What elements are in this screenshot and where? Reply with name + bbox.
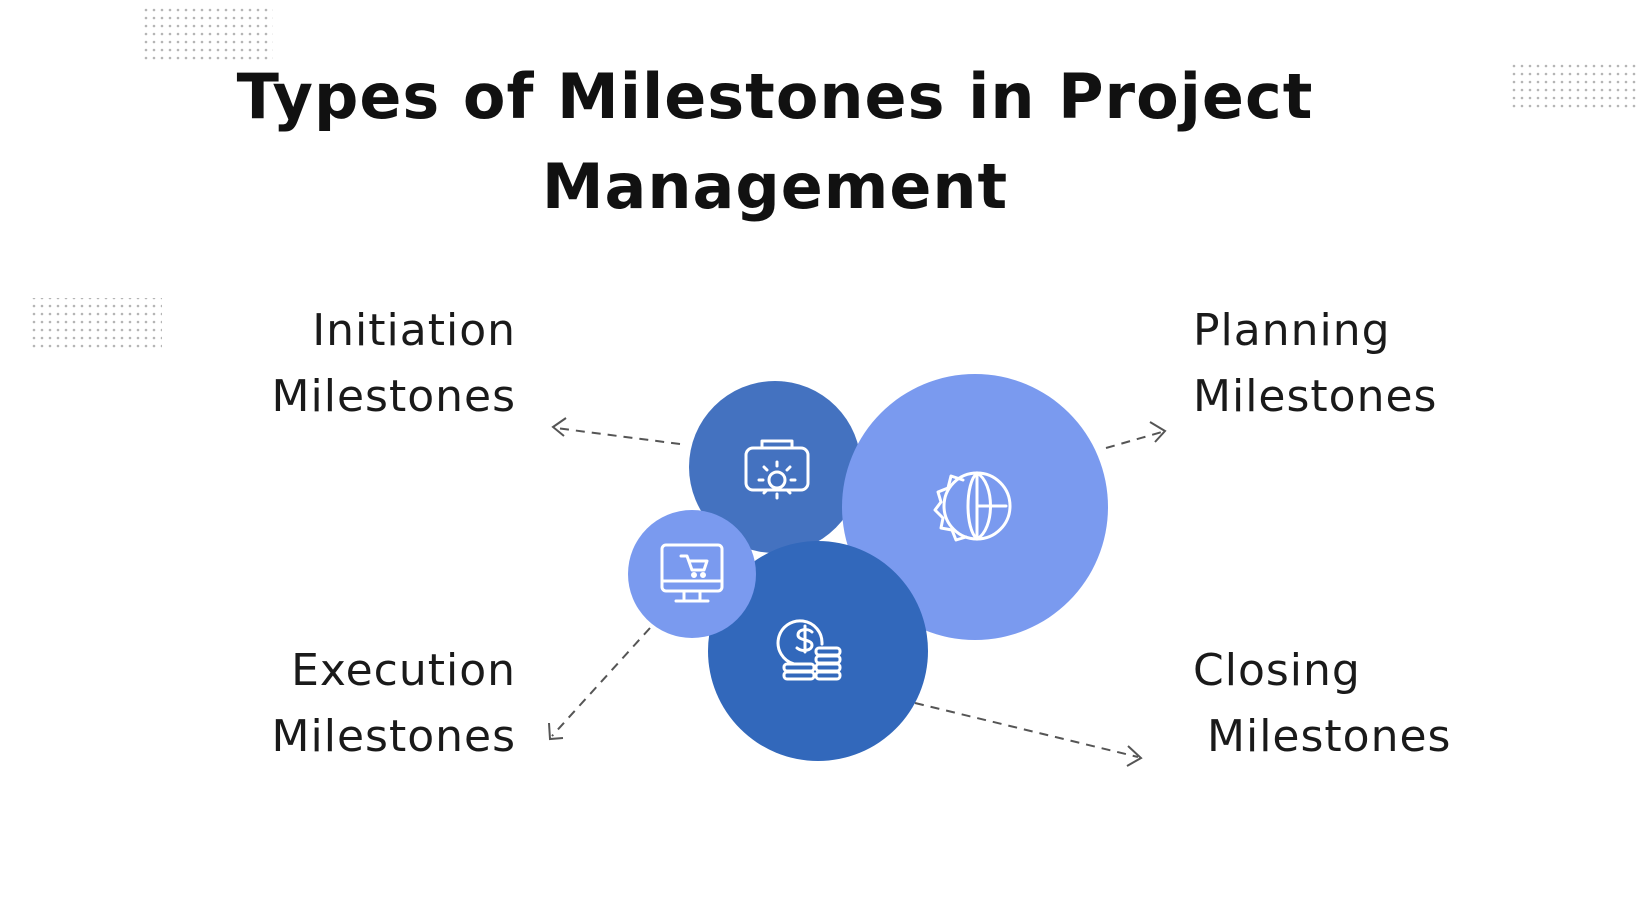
arrow-to-execution bbox=[548, 627, 651, 741]
arrow-to-initiation bbox=[551, 417, 681, 445]
initiation-label-line-1: Initiation bbox=[312, 305, 516, 356]
execution-label-line-2: Milestones bbox=[271, 711, 516, 762]
planning-label-line-2: Milestones bbox=[1193, 371, 1438, 422]
dot-grid-top-left bbox=[143, 8, 273, 60]
title-line-2: Management bbox=[541, 150, 1009, 223]
arrow-to-closing bbox=[914, 702, 1143, 767]
monitor-cart-icon bbox=[660, 543, 724, 603]
dot-grid-left bbox=[30, 298, 162, 350]
closing-label-line-2: Milestones bbox=[1207, 711, 1452, 762]
initiation-label: Initiation Milestones bbox=[272, 298, 516, 430]
gear-globe-icon bbox=[933, 471, 1012, 542]
planning-label: Planning Milestones bbox=[1193, 298, 1437, 430]
arrow-to-planning bbox=[1105, 421, 1167, 449]
closing-circle bbox=[708, 541, 928, 761]
planning-circle bbox=[842, 374, 1108, 640]
dollar-coins-icon bbox=[776, 619, 842, 681]
dot-grid-top-right bbox=[1512, 60, 1640, 112]
closing-label-line-1: Closing bbox=[1193, 645, 1361, 696]
initiation-circle bbox=[689, 381, 861, 553]
planning-label-line-1: Planning bbox=[1193, 305, 1391, 356]
title-line-1: Types of Milestones in Project bbox=[236, 60, 1314, 133]
page-title: Types of Milestones in Project Managemen… bbox=[170, 52, 1380, 232]
briefcase-gear-icon bbox=[744, 439, 810, 500]
initiation-label-line-2: Milestones bbox=[271, 371, 516, 422]
closing-label: Closing Milestones bbox=[1193, 638, 1451, 770]
execution-label-line-1: Execution bbox=[291, 645, 516, 696]
execution-label: Execution Milestones bbox=[272, 638, 516, 770]
